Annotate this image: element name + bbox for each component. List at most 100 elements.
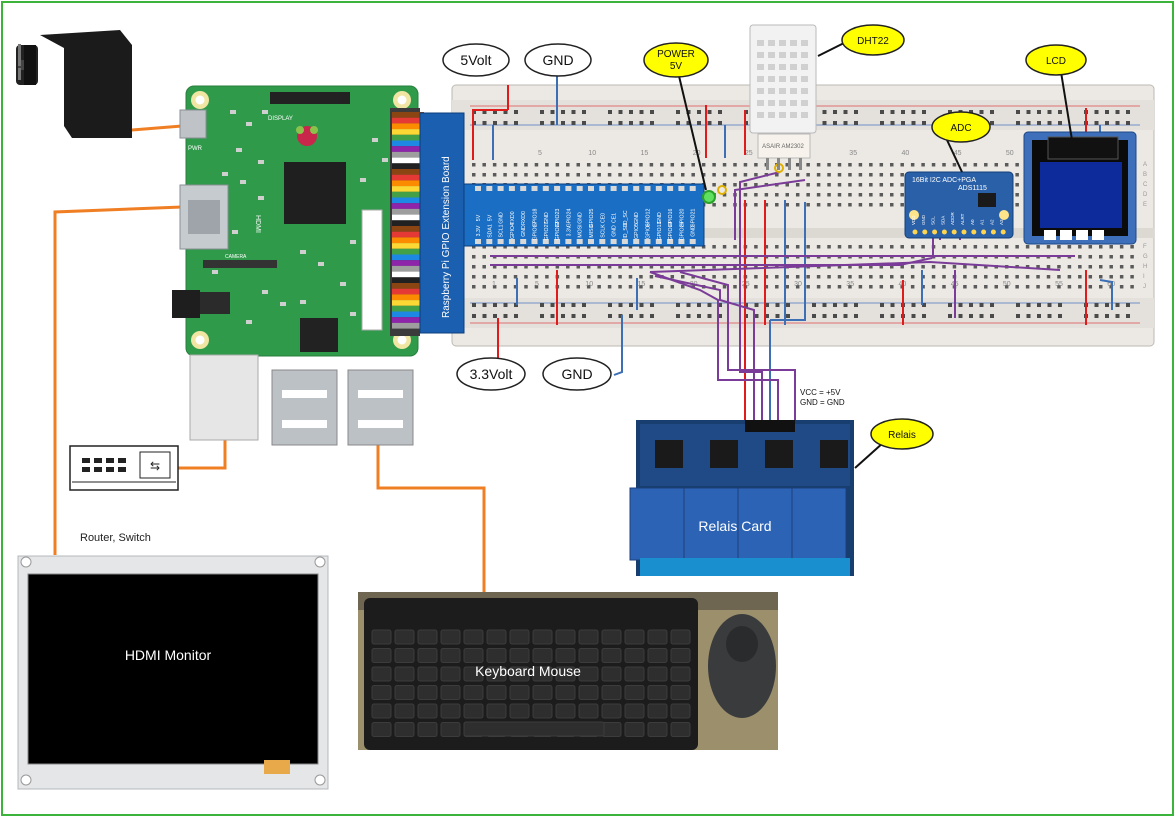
gpio-ribbon-cable <box>392 112 424 329</box>
pi-camera-label: CAMERA <box>225 254 247 260</box>
label-relais: Relais <box>888 430 916 441</box>
bb-row-letter: C <box>1143 182 1148 188</box>
label-lcd: LCD <box>1046 56 1066 67</box>
adc-pin-label: A2 <box>989 219 994 225</box>
label-adc: ADC <box>950 123 971 134</box>
gpio-pin-label: ID_SD <box>623 223 629 239</box>
keyboard-mouse-label: Keyboard Mouse <box>475 663 581 679</box>
gpio-pin-label: 5V <box>487 214 493 221</box>
bubble-gnd-bottom <box>542 357 612 391</box>
bb-col-number: 10 <box>585 281 593 288</box>
adc-pin-label: A1 <box>980 219 985 225</box>
gpio-pin-label: GPIO13 <box>657 222 663 241</box>
bb-col-number: 55 <box>1055 281 1063 288</box>
callout-lines <box>678 41 1073 469</box>
ethernet-cable <box>178 440 227 470</box>
gpio-pin-label: GPIO18 <box>533 209 539 228</box>
adc-pin-label: ALRT <box>960 213 965 225</box>
gpio-pin-label: SDA1 <box>487 224 493 238</box>
adc-pin-label: GND <box>921 214 926 225</box>
bb-col-number: 25 <box>745 150 753 157</box>
label-dht22: DHT22 <box>857 36 889 47</box>
adc-pin-label: SCL <box>931 216 936 225</box>
bb-col-number: 10 <box>588 150 596 157</box>
lcd-module <box>1023 131 1137 245</box>
bubble-3-3volt <box>456 357 526 391</box>
gpio-pin-label: CE0 <box>600 213 606 223</box>
gpio-pin-label: SCL1 <box>499 224 505 237</box>
bb-row-letter: J <box>1143 284 1146 290</box>
bb-row-letter: H <box>1143 264 1147 270</box>
bubble-5volt <box>442 43 510 77</box>
bubble-dht22 <box>841 24 905 56</box>
gpio-pin-label: 3.3V <box>566 225 572 236</box>
gpio-pin-label: GPIO27 <box>544 222 550 241</box>
adc-pin-label: A3 <box>999 219 1004 225</box>
label-3-3volt: 3.3Volt <box>470 366 513 382</box>
pi-display-label: DISPLAY <box>268 116 293 122</box>
relay-card: Relais Card <box>629 420 854 576</box>
bb-col-number: 50 <box>1006 150 1014 157</box>
vcc-note-line2: GND = GND <box>800 398 845 407</box>
breadboard-wires <box>472 75 1113 428</box>
gpio-pin-label: GPIO17 <box>533 222 539 241</box>
bb-row-letter: F <box>1143 244 1147 250</box>
bubble-lcd <box>1025 44 1087 76</box>
gpio-pin-label: GND <box>657 212 663 224</box>
gpio-pin-label: ID_SC <box>623 210 629 226</box>
gpio-pin-label: GPIO4 <box>510 223 516 239</box>
gpio-pin-label: GPIO24 <box>566 209 572 228</box>
bb-col-number: 5 <box>535 281 539 288</box>
bb-col-number: 30 <box>794 281 802 288</box>
pi-pwr-label: PWR <box>188 146 203 152</box>
gpio-pin-label: GPIO19 <box>668 222 674 241</box>
gpio-pin-label: GND <box>578 212 584 224</box>
adc-chip-title: 16Bit I2C ADC+PGA <box>912 177 976 184</box>
gpio-pin-label: GND <box>691 225 697 237</box>
gpio-pin-label: CE1 <box>612 213 618 223</box>
label-bubbles: 5Volt GND POWER 5V DHT22 LCD ADC Relais … <box>442 24 1087 450</box>
label-power-5v: 5V <box>670 61 683 72</box>
adc-pin-label: SDA <box>940 216 945 225</box>
gpio-pin-label: GPIO25 <box>589 209 595 228</box>
gpio-pin-label: SCLK <box>600 224 606 238</box>
usb-cable <box>376 445 486 595</box>
bubble-power <box>643 42 709 78</box>
adc-pin-label: A0 <box>970 219 975 225</box>
pi-hdmi-label: HDMI <box>254 215 261 233</box>
bb-col-number: 35 <box>849 150 857 157</box>
keyboard-mouse: Keyboard Mouse <box>358 592 778 750</box>
router-arrows-icon: ⇆ <box>150 459 160 473</box>
gpio-pin-label: RXD0 <box>521 211 527 225</box>
gpio-pin-label: GPIO6 <box>646 223 652 239</box>
bb-row-letter: I <box>1143 274 1145 280</box>
bb-row-letter: G <box>1143 254 1148 260</box>
cables <box>53 124 486 595</box>
adc-pin-label: ADDR <box>950 211 955 225</box>
gpio-pin-label: GND <box>612 225 618 237</box>
gpio-pin-label: MOSI <box>578 224 584 237</box>
label-5volt: 5Volt <box>460 52 491 68</box>
bb-row-letter: D <box>1143 192 1148 198</box>
gpio-pin-label: GND <box>499 212 505 224</box>
bubble-gnd-top <box>524 43 592 77</box>
router-switch: ⇆ <box>69 445 179 491</box>
gpio-pin-label: 3.3V <box>476 225 482 236</box>
label-gnd-top: GND <box>542 52 573 68</box>
power-led <box>702 190 716 204</box>
gpio-pin-label: GND <box>634 212 640 224</box>
gpio-pin-label: GPIO12 <box>646 209 652 228</box>
bb-col-number: 50 <box>1003 281 1011 288</box>
bb-col-number: 15 <box>641 150 649 157</box>
gpio-pin-label: GPIO22 <box>555 222 561 241</box>
vcc-note-line1: VCC = +5V <box>800 388 841 397</box>
router-label: Router, Switch <box>80 532 151 544</box>
raspberry-pi: DISPLAY PWR HDMI CAMERA <box>172 85 420 446</box>
hdmi-monitor-label: HDMI Monitor <box>125 647 212 663</box>
relais-card-label: Relais Card <box>698 518 771 534</box>
power-supply <box>16 30 132 138</box>
bb-row-letter: A <box>1143 162 1147 168</box>
